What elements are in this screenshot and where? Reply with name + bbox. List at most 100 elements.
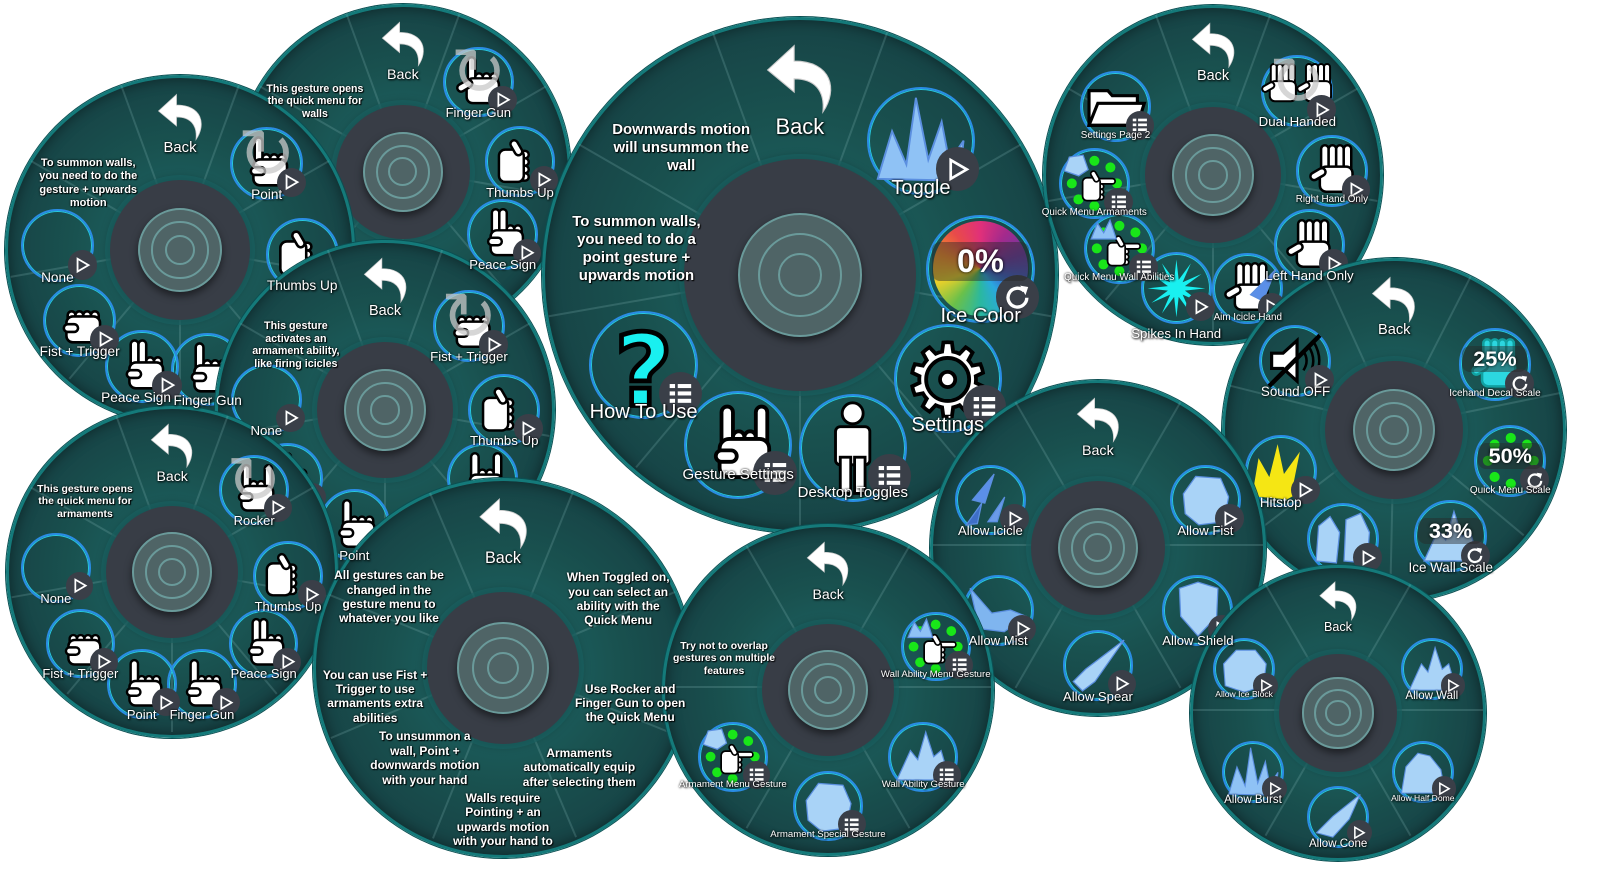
play-icon bbox=[1252, 672, 1278, 698]
back-button[interactable] bbox=[378, 18, 428, 68]
menu-button-allow-spear[interactable] bbox=[1062, 630, 1137, 701]
menu-button-gesture-settings[interactable] bbox=[684, 390, 797, 499]
back-label: Back bbox=[485, 549, 521, 567]
menu-button-left-hand-only[interactable] bbox=[1273, 209, 1348, 281]
button-label: Toggle bbox=[891, 176, 951, 199]
menu-button-sound-off[interactable] bbox=[1259, 324, 1335, 398]
button-label: Finger Gun bbox=[173, 393, 242, 409]
list-icon bbox=[742, 760, 771, 789]
button-label: Thumbs Up bbox=[470, 433, 539, 449]
menu-button-spikes-in-hand[interactable] bbox=[1140, 252, 1215, 324]
menu-button-quick-menu-scale[interactable] bbox=[1474, 425, 1550, 498]
button-label: Wall Ability Menu Gesture bbox=[880, 669, 991, 681]
menu-button-fist-trigger[interactable] bbox=[45, 608, 119, 679]
back-button[interactable] bbox=[1073, 394, 1123, 444]
center-hub[interactable] bbox=[427, 592, 579, 744]
center-hub[interactable] bbox=[110, 180, 250, 320]
menu-button-peace-sign[interactable] bbox=[105, 329, 182, 404]
menu-button-thumbs-up[interactable] bbox=[468, 374, 543, 446]
hub-ring bbox=[375, 144, 431, 200]
back-button[interactable] bbox=[1368, 273, 1420, 325]
back-label: Back bbox=[812, 585, 844, 602]
menu-button-none[interactable] bbox=[20, 208, 98, 283]
menu-button-allow-ice-block[interactable] bbox=[1213, 638, 1278, 701]
play-icon bbox=[1107, 669, 1137, 699]
back-label: Back bbox=[1197, 68, 1230, 85]
menu-button-point[interactable] bbox=[107, 649, 180, 720]
center-hub[interactable] bbox=[1325, 361, 1463, 499]
back-button[interactable] bbox=[147, 420, 197, 470]
center-hub[interactable] bbox=[761, 623, 895, 757]
hub-ring bbox=[370, 395, 400, 425]
center-hub[interactable] bbox=[335, 104, 471, 240]
button-ring bbox=[484, 126, 556, 198]
hint-text: Armaments automatically equip after sele… bbox=[522, 745, 636, 789]
menu-button-quick-menu-wall-abilities[interactable] bbox=[1083, 212, 1158, 284]
menu-button-peace-sign[interactable] bbox=[228, 608, 302, 679]
button-ring bbox=[253, 541, 323, 611]
menu-button-quick-menu-armaments[interactable] bbox=[1058, 147, 1133, 219]
center-hub[interactable] bbox=[1030, 480, 1166, 616]
menu-button-none[interactable] bbox=[230, 363, 305, 436]
hub-ring bbox=[1325, 700, 1351, 726]
menu-button-fist-trigger[interactable]: ↻ bbox=[433, 281, 508, 362]
menu-button-settings-page-2[interactable] bbox=[1079, 71, 1155, 143]
back-button[interactable] bbox=[154, 90, 207, 143]
center-hub[interactable] bbox=[317, 342, 453, 478]
menu-button-allow-half-dome[interactable] bbox=[1391, 741, 1457, 804]
back-label: Back bbox=[1323, 620, 1352, 635]
menu-button-right-hand-only[interactable] bbox=[1296, 135, 1371, 207]
menu-button-icehand-decal-scale[interactable] bbox=[1458, 328, 1534, 401]
menu-button-settings[interactable]: ⚙ bbox=[893, 320, 1007, 441]
menu-button-peace-sign[interactable] bbox=[467, 199, 541, 270]
menu-button-wall-ability-gesture[interactable] bbox=[888, 721, 961, 792]
menu-button-finger-gun[interactable]: ↻ bbox=[443, 38, 517, 118]
hub-rings-icon bbox=[138, 208, 222, 292]
menu-button-allow-fist[interactable] bbox=[1170, 464, 1244, 536]
menu-button-wall-ability-menu-gesture[interactable] bbox=[900, 611, 974, 682]
menu-button-thumbs-up[interactable] bbox=[484, 126, 559, 198]
menu-button-ice-wall-scale[interactable] bbox=[1414, 500, 1490, 573]
menu-button-allow-wall[interactable] bbox=[1400, 638, 1466, 701]
reset-icon bbox=[995, 275, 1039, 319]
menu-button-armament-special-gesture[interactable] bbox=[793, 771, 866, 842]
center-hub[interactable] bbox=[105, 505, 239, 639]
button-label: Point bbox=[251, 187, 283, 203]
center-hub[interactable] bbox=[1145, 107, 1281, 243]
menu-button-toggle[interactable] bbox=[866, 86, 980, 195]
menu-button-allow-cone[interactable] bbox=[1306, 785, 1372, 848]
back-button[interactable] bbox=[360, 254, 411, 305]
back-button[interactable] bbox=[475, 494, 532, 551]
menu-button-point[interactable]: ↻ bbox=[229, 117, 307, 201]
menu-button-ice-fists[interactable] bbox=[1306, 502, 1383, 576]
menu-button-none[interactable] bbox=[21, 533, 94, 603]
play-icon bbox=[1341, 175, 1371, 204]
quick-armament-icon bbox=[1063, 152, 1126, 215]
menu-button-allow-burst[interactable] bbox=[1222, 741, 1287, 804]
menu-button-how-to-use[interactable]: ? bbox=[589, 310, 703, 432]
back-button[interactable] bbox=[1316, 578, 1360, 622]
button-label: Settings Page 2 bbox=[1080, 130, 1151, 141]
hub-rings-icon bbox=[344, 369, 426, 451]
menu-button-rocker[interactable]: ↻ bbox=[219, 446, 292, 525]
menu-button-ice-color[interactable] bbox=[926, 214, 1039, 323]
back-button[interactable] bbox=[1188, 19, 1239, 70]
menu-button-desktop-toggles[interactable] bbox=[798, 393, 912, 502]
button-ring bbox=[589, 311, 698, 420]
button-ring bbox=[900, 611, 971, 682]
back-button[interactable] bbox=[803, 538, 853, 588]
center-hub[interactable] bbox=[683, 158, 917, 392]
menu-button-armament-menu-gesture[interactable] bbox=[697, 721, 771, 792]
menu-button-finger-gun[interactable] bbox=[167, 649, 240, 720]
question-icon: ? bbox=[596, 310, 691, 432]
hub-ring bbox=[777, 252, 823, 298]
menu-button-thumbs-up[interactable] bbox=[253, 541, 326, 611]
button-ring bbox=[228, 608, 299, 679]
button-ring bbox=[798, 393, 907, 502]
menu-button-fist-trigger[interactable] bbox=[42, 283, 120, 357]
center-hub[interactable] bbox=[1278, 653, 1398, 773]
menu-button-dual-handed[interactable]: ↻ bbox=[1260, 46, 1336, 127]
menu-button-allow-icicle[interactable] bbox=[955, 464, 1029, 536]
back-arrow-icon bbox=[761, 39, 838, 116]
back-button[interactable] bbox=[761, 39, 838, 116]
